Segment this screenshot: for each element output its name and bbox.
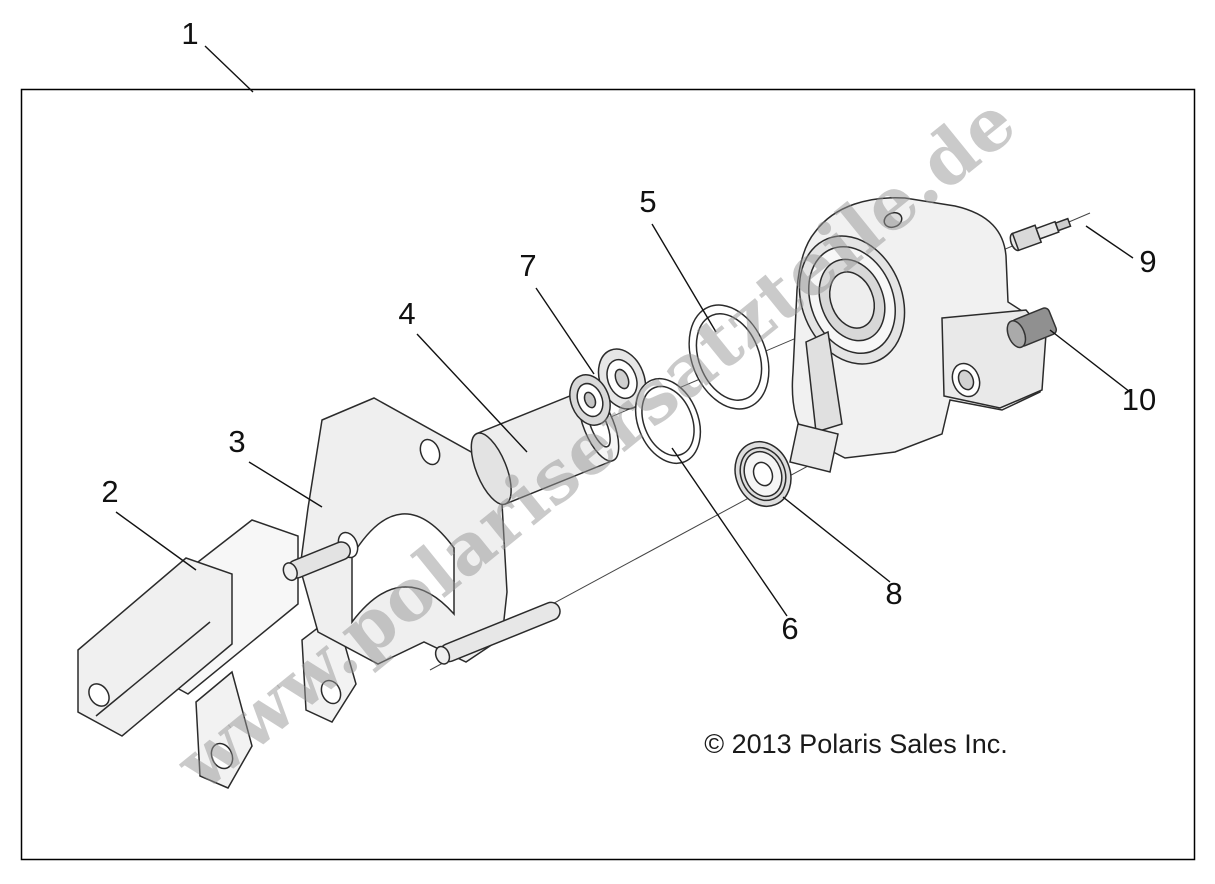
leader-6 [671, 447, 788, 617]
bleeder-tip [1054, 217, 1072, 232]
boot-rear-inner [614, 368, 630, 390]
caliper-lower-ear [789, 423, 839, 473]
seal-ring-inner [641, 385, 695, 457]
callout-10: 10 [1122, 382, 1156, 417]
front-brake-pad [77, 557, 233, 737]
rear-pad-tab-hole [320, 679, 342, 705]
dust-seal-drawing [688, 304, 770, 410]
slide-pin-short [282, 541, 352, 582]
callout-3: 3 [228, 424, 245, 459]
pin-boot-inner [752, 461, 774, 487]
bleeder-screw-drawing [1009, 217, 1072, 252]
slide-pins-drawing [282, 541, 561, 665]
boot-rear-ring [597, 348, 647, 410]
leader-10 [1049, 329, 1131, 393]
pin-boot-drawing [734, 441, 792, 507]
leader-3 [248, 461, 323, 508]
callout-7: 7 [519, 248, 536, 283]
lug-hole-inner [957, 369, 975, 391]
front-pad-tab-hole [210, 742, 234, 770]
bore-ring-4 [828, 271, 876, 329]
leader-1 [204, 45, 254, 93]
callout-5: 5 [639, 184, 656, 219]
leader-4 [416, 333, 528, 453]
bracket-upper-hole [419, 438, 441, 466]
diagram-border [20, 88, 1196, 861]
pin-boot-rib [739, 446, 787, 502]
bolt-drawing [1006, 307, 1058, 349]
front-pad-tab [195, 670, 253, 789]
bolt-end [1006, 320, 1027, 349]
leader-2 [115, 511, 197, 571]
mounting-bracket-drawing [299, 397, 508, 665]
boot-front-ring [569, 374, 611, 426]
piston-boot-drawing [569, 348, 647, 426]
leader-7 [535, 287, 595, 375]
bleeder-boss [883, 211, 903, 229]
slide-pin-long [434, 601, 561, 665]
bracket-arch-window [351, 513, 455, 625]
copyright-text: © 2013 Polaris Sales Inc. [704, 729, 1008, 759]
slide-pin-long-end [434, 645, 451, 665]
piston-rear-face [470, 432, 512, 506]
callout-8: 8 [885, 576, 902, 611]
boot-front-inner [583, 391, 597, 409]
dust-seal-inner [695, 313, 763, 401]
callout-6: 6 [781, 611, 798, 646]
front-pad-backing-edge [95, 621, 211, 717]
front-pad-hole [88, 683, 110, 707]
caliper-bore-face [798, 235, 906, 365]
callout-2: 2 [101, 474, 118, 509]
caliper-fin [805, 330, 843, 433]
callout-9: 9 [1139, 244, 1156, 279]
callout-4: 4 [398, 296, 415, 331]
piston-seal-drawing [634, 377, 702, 465]
callout-1: 1 [181, 16, 198, 51]
leader-9 [1085, 225, 1134, 259]
lug-hole [951, 362, 981, 398]
callout-numbers: 1 2 3 4 5 6 7 8 9 10 [101, 16, 1156, 646]
slide-pin-short-end [282, 562, 298, 582]
leader-lines [115, 45, 1134, 617]
leader-5 [651, 223, 717, 333]
brake-pads-drawing [77, 519, 357, 789]
leader-8 [782, 496, 891, 583]
